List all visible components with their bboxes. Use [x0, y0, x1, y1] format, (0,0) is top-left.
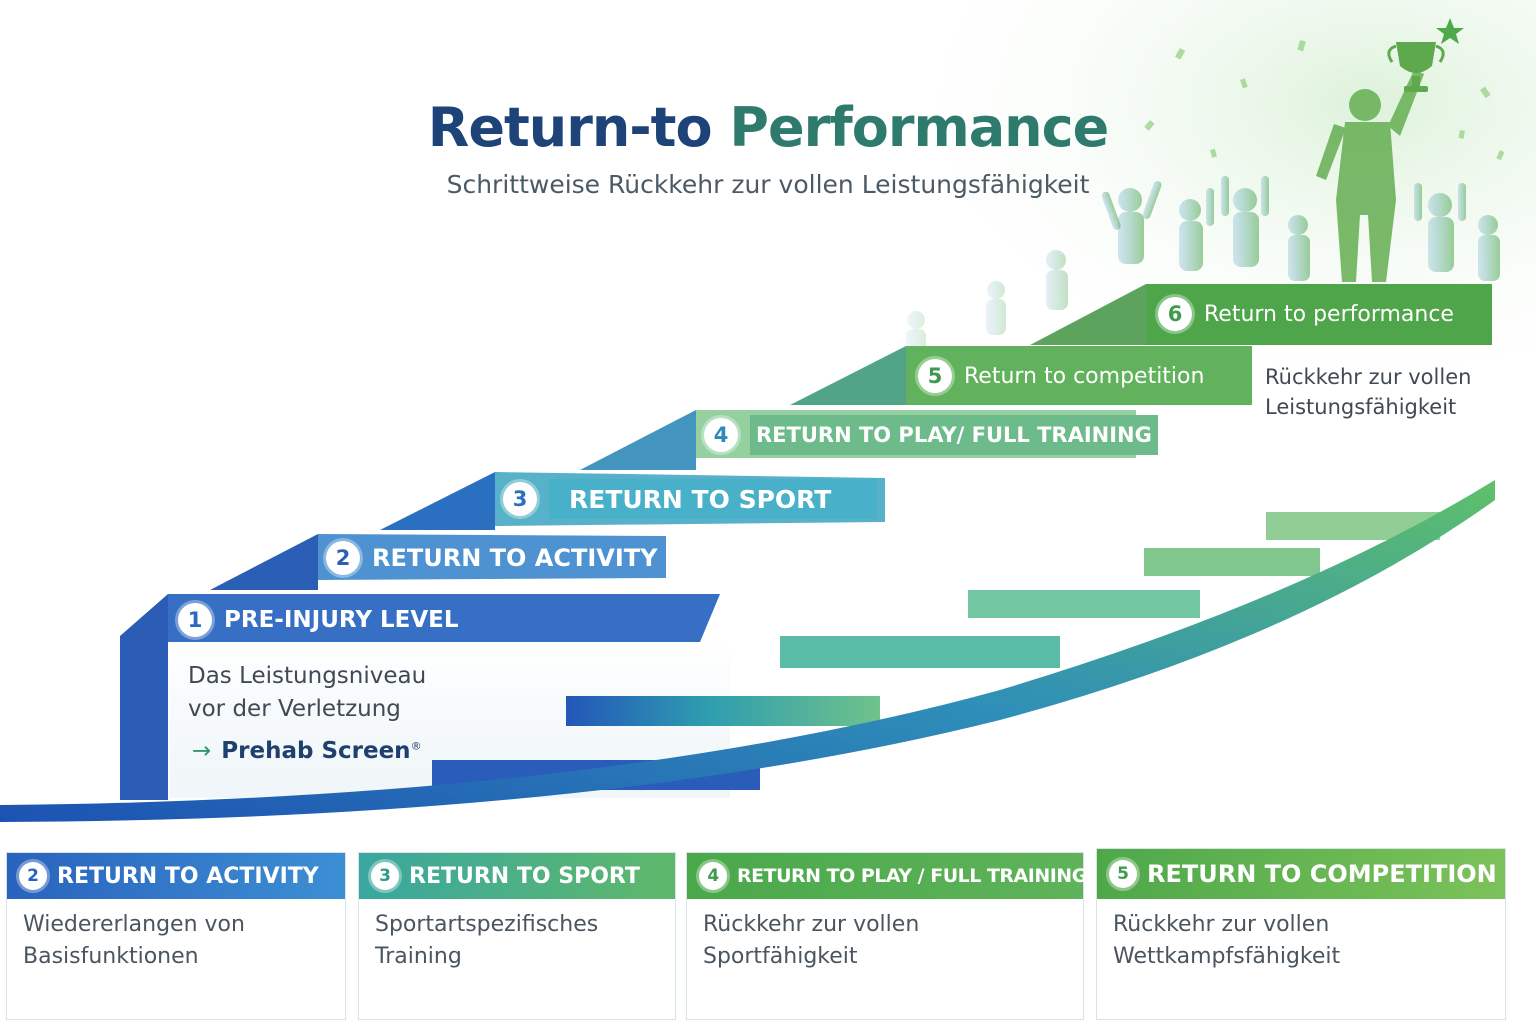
card-return-to-sport: 3 RETURN TO SPORT Sportartspezifisches T…	[358, 852, 676, 1020]
prehab-screen-link[interactable]: → Prehab Screen®	[192, 738, 422, 764]
step-6-number: 6	[1158, 297, 1192, 331]
card-return-to-play: 4 RETURN TO PLAY / FULL TRAINING Rückkeh…	[686, 852, 1087, 1020]
champion-silhouette	[1316, 70, 1424, 282]
step-1-number: 1	[178, 603, 212, 637]
step-3-title: RETURN TO SPORT	[549, 479, 877, 519]
prehab-screen-text: Prehab Screen	[221, 738, 411, 764]
card-title: RETURN TO SPORT	[409, 863, 640, 889]
page-subtitle: Schrittweise Rückkehr zur vollen Leistun…	[446, 170, 1090, 199]
step-1-description: Das Leistungsniveau vor der Verletzung	[188, 660, 426, 726]
card-return-to-activity: 2 RETURN TO ACTIVITY Wiedererlangen von …	[6, 852, 346, 1020]
card-body: Wiedererlangen von Basisfunktionen	[7, 899, 345, 983]
card-header: 2 RETURN TO ACTIVITY	[7, 853, 345, 899]
card-body-line-1: Rückkehr zur vollen	[1113, 912, 1330, 937]
step-1-title: PRE-INJURY LEVEL	[224, 607, 459, 633]
step-1-description-line-2: vor der Verletzung	[188, 696, 401, 722]
card-title: RETURN TO ACTIVITY	[57, 863, 319, 889]
step-1-label: 1 PRE-INJURY LEVEL	[178, 599, 459, 641]
card-number: 3	[371, 862, 399, 890]
step-5-title: Return to competition	[964, 363, 1205, 389]
card-body-line-2: Wettkampfsfähigkeit	[1113, 944, 1341, 969]
card-body-line-1: Rückkehr zur vollen	[703, 912, 920, 937]
step-4-number: 4	[704, 418, 738, 452]
card-header: 5 RETURN TO COMPETITION	[1097, 849, 1505, 899]
step-3-label: 3 RETURN TO SPORT	[503, 478, 877, 520]
arrow-right-icon: →	[192, 738, 212, 764]
card-title: RETURN TO COMPETITION	[1147, 860, 1497, 888]
card-body: Sportartspezifisches Training	[359, 899, 675, 983]
card-number: 4	[699, 862, 727, 890]
step-6-title: Return to performance	[1204, 301, 1454, 327]
registered-mark: ®	[410, 739, 422, 753]
confetti	[1144, 39, 1505, 161]
step-4-title: RETURN TO PLAY/ FULL TRAINING	[750, 415, 1158, 455]
step-2-number: 2	[326, 541, 360, 575]
step-6-label: 6 Return to performance	[1158, 293, 1454, 335]
faded-caption: Return to competition	[1168, 798, 1443, 823]
card-body-line-1: Wiedererlangen von	[23, 912, 245, 937]
step-3-number: 3	[503, 482, 537, 516]
trophy-icon	[1387, 42, 1445, 92]
star-icon	[1436, 18, 1464, 44]
card-body: Rückkehr zur vollen Wettkampfsfähigkeit	[1097, 899, 1505, 983]
card-header: 3 RETURN TO SPORT	[359, 853, 675, 899]
card-body-line-2: Training	[375, 944, 462, 969]
page-title: Return-to Performance	[0, 96, 1536, 159]
step-6-description: Rückkehr zur vollen Leistungsfähigkeit	[1265, 362, 1471, 422]
step-4-label: 4 RETURN TO PLAY/ FULL TRAINING	[704, 414, 1158, 456]
step-6-description-line-2: Leistungsfähigkeit	[1265, 395, 1457, 419]
card-body-line-2: Sportfähigkeit	[703, 944, 858, 969]
step-5-label: 5 Return to competition	[918, 355, 1204, 397]
card-return-to-competition: 5 RETURN TO COMPETITION Rückkehr zur vol…	[1096, 848, 1506, 1020]
step-2-label: 2 RETURN TO ACTIVITY	[326, 537, 658, 579]
card-body-line-2: Basisfunktionen	[23, 944, 199, 969]
card-header: 4 RETURN TO PLAY / FULL TRAINING	[687, 853, 1087, 899]
step-6-description-line-1: Rückkehr zur vollen	[1265, 365, 1472, 389]
step-1-description-line-1: Das Leistungsniveau	[188, 663, 427, 689]
card-number: 2	[19, 862, 47, 890]
card-body-line-1: Sportartspezifisches	[375, 912, 599, 937]
card-number: 5	[1109, 860, 1137, 888]
title-part-2: Performance	[729, 96, 1109, 159]
curved-ramp	[0, 480, 1495, 822]
step-5-number: 5	[918, 359, 952, 393]
step-2-title: RETURN TO ACTIVITY	[372, 544, 658, 572]
title-part-1: Return-to	[427, 96, 713, 159]
crowd-silhouettes	[906, 176, 1500, 363]
card-body: Rückkehr zur vollen Sportfähigkeit	[687, 899, 1083, 983]
card-title: RETURN TO PLAY / FULL TRAINING	[737, 865, 1087, 887]
